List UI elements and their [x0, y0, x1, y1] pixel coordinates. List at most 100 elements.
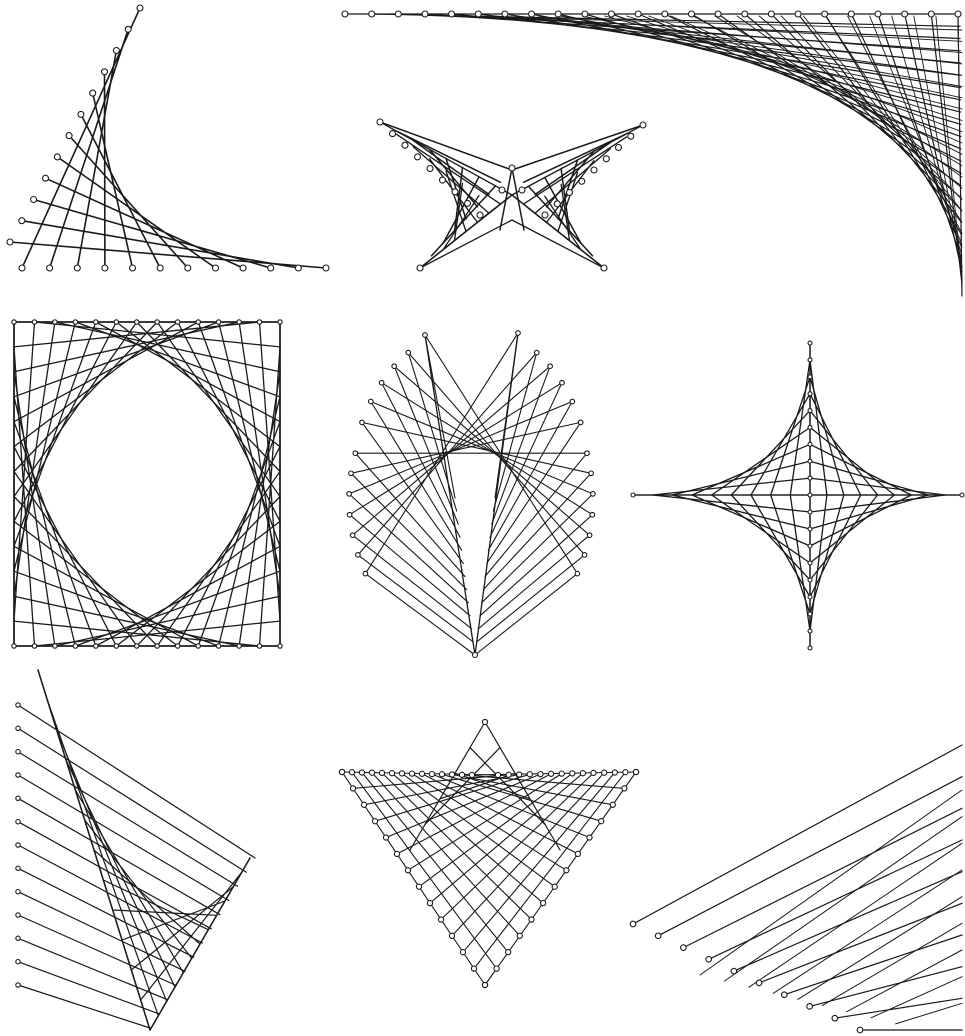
pin — [113, 48, 119, 54]
pin — [32, 320, 36, 324]
pin — [808, 476, 812, 480]
pin — [517, 772, 522, 777]
pin — [575, 571, 580, 576]
thread-line — [771, 495, 810, 614]
thread-line — [524, 134, 627, 183]
thread-line — [18, 822, 211, 929]
pin — [16, 843, 20, 847]
pin — [295, 265, 301, 271]
pin — [640, 122, 646, 128]
pin — [452, 189, 458, 195]
thread-line — [475, 333, 518, 655]
pin — [795, 11, 801, 17]
pin — [808, 544, 812, 548]
thread-line — [771, 377, 810, 495]
pin — [534, 350, 539, 355]
pin — [417, 265, 423, 271]
thread-line — [683, 808, 962, 947]
pin — [349, 770, 354, 775]
pin — [808, 595, 812, 599]
thread-line — [810, 461, 928, 495]
pin — [237, 644, 241, 648]
pin — [616, 145, 622, 151]
pin — [12, 644, 16, 648]
pin — [440, 177, 446, 183]
pin — [47, 265, 53, 271]
pin — [216, 320, 220, 324]
thread-line — [410, 722, 485, 850]
pin — [213, 265, 219, 271]
pin — [54, 154, 60, 160]
pin — [808, 493, 812, 497]
pin — [559, 771, 564, 776]
pin — [16, 866, 20, 870]
pin — [114, 320, 118, 324]
thread-line — [397, 131, 501, 182]
thread-line — [18, 752, 238, 887]
pin — [579, 178, 585, 184]
pin — [16, 773, 20, 777]
pin — [94, 320, 98, 324]
thread-line — [822, 923, 962, 1005]
thread-line — [380, 122, 512, 195]
thread-line — [382, 383, 593, 515]
thread-line — [700, 790, 962, 975]
thread-line — [784, 935, 962, 995]
pin — [43, 175, 49, 181]
pin — [94, 644, 98, 648]
pin — [494, 966, 499, 971]
pin — [782, 992, 788, 998]
pin — [602, 770, 607, 775]
pin — [130, 265, 136, 271]
pin — [822, 11, 828, 17]
thread-line — [512, 125, 643, 170]
pin — [392, 364, 397, 369]
astroid-star-middle-right — [631, 341, 964, 650]
rectangle-eye-middle-left — [12, 320, 282, 648]
pin — [359, 770, 364, 775]
pin — [360, 420, 365, 425]
thread-line — [737, 16, 962, 177]
pin — [16, 960, 20, 964]
pin — [399, 771, 404, 776]
pin — [471, 966, 476, 971]
pin — [465, 200, 471, 206]
pin — [32, 644, 36, 648]
thread-line — [81, 114, 160, 268]
thread-line — [715, 16, 962, 166]
pin — [552, 884, 557, 889]
thread-line — [422, 774, 578, 854]
pin — [389, 771, 394, 776]
thread-line — [358, 555, 473, 642]
pin — [415, 154, 421, 160]
pin — [216, 644, 220, 648]
pin — [449, 11, 455, 17]
corner-curve-bottom-right — [630, 745, 962, 1033]
pin — [449, 933, 454, 938]
pin — [610, 802, 615, 807]
pin — [423, 333, 428, 338]
pin — [16, 820, 20, 824]
pin — [475, 11, 481, 17]
pin — [369, 399, 374, 404]
pin — [347, 492, 352, 497]
pin — [460, 950, 465, 955]
pin — [135, 644, 139, 648]
pin — [808, 629, 812, 633]
pin — [372, 819, 377, 824]
pin — [731, 968, 737, 974]
pin — [278, 320, 282, 324]
pin — [628, 133, 634, 139]
pin — [473, 653, 478, 658]
thread-line — [353, 535, 472, 629]
thread-line — [633, 745, 962, 924]
pin — [575, 851, 580, 856]
pin — [406, 350, 411, 355]
pin — [323, 265, 329, 271]
thread-line — [46, 178, 244, 268]
thread-line — [22, 221, 299, 268]
pin — [395, 11, 401, 17]
pin — [53, 320, 57, 324]
pin — [482, 982, 487, 987]
thread-line — [18, 985, 150, 1028]
